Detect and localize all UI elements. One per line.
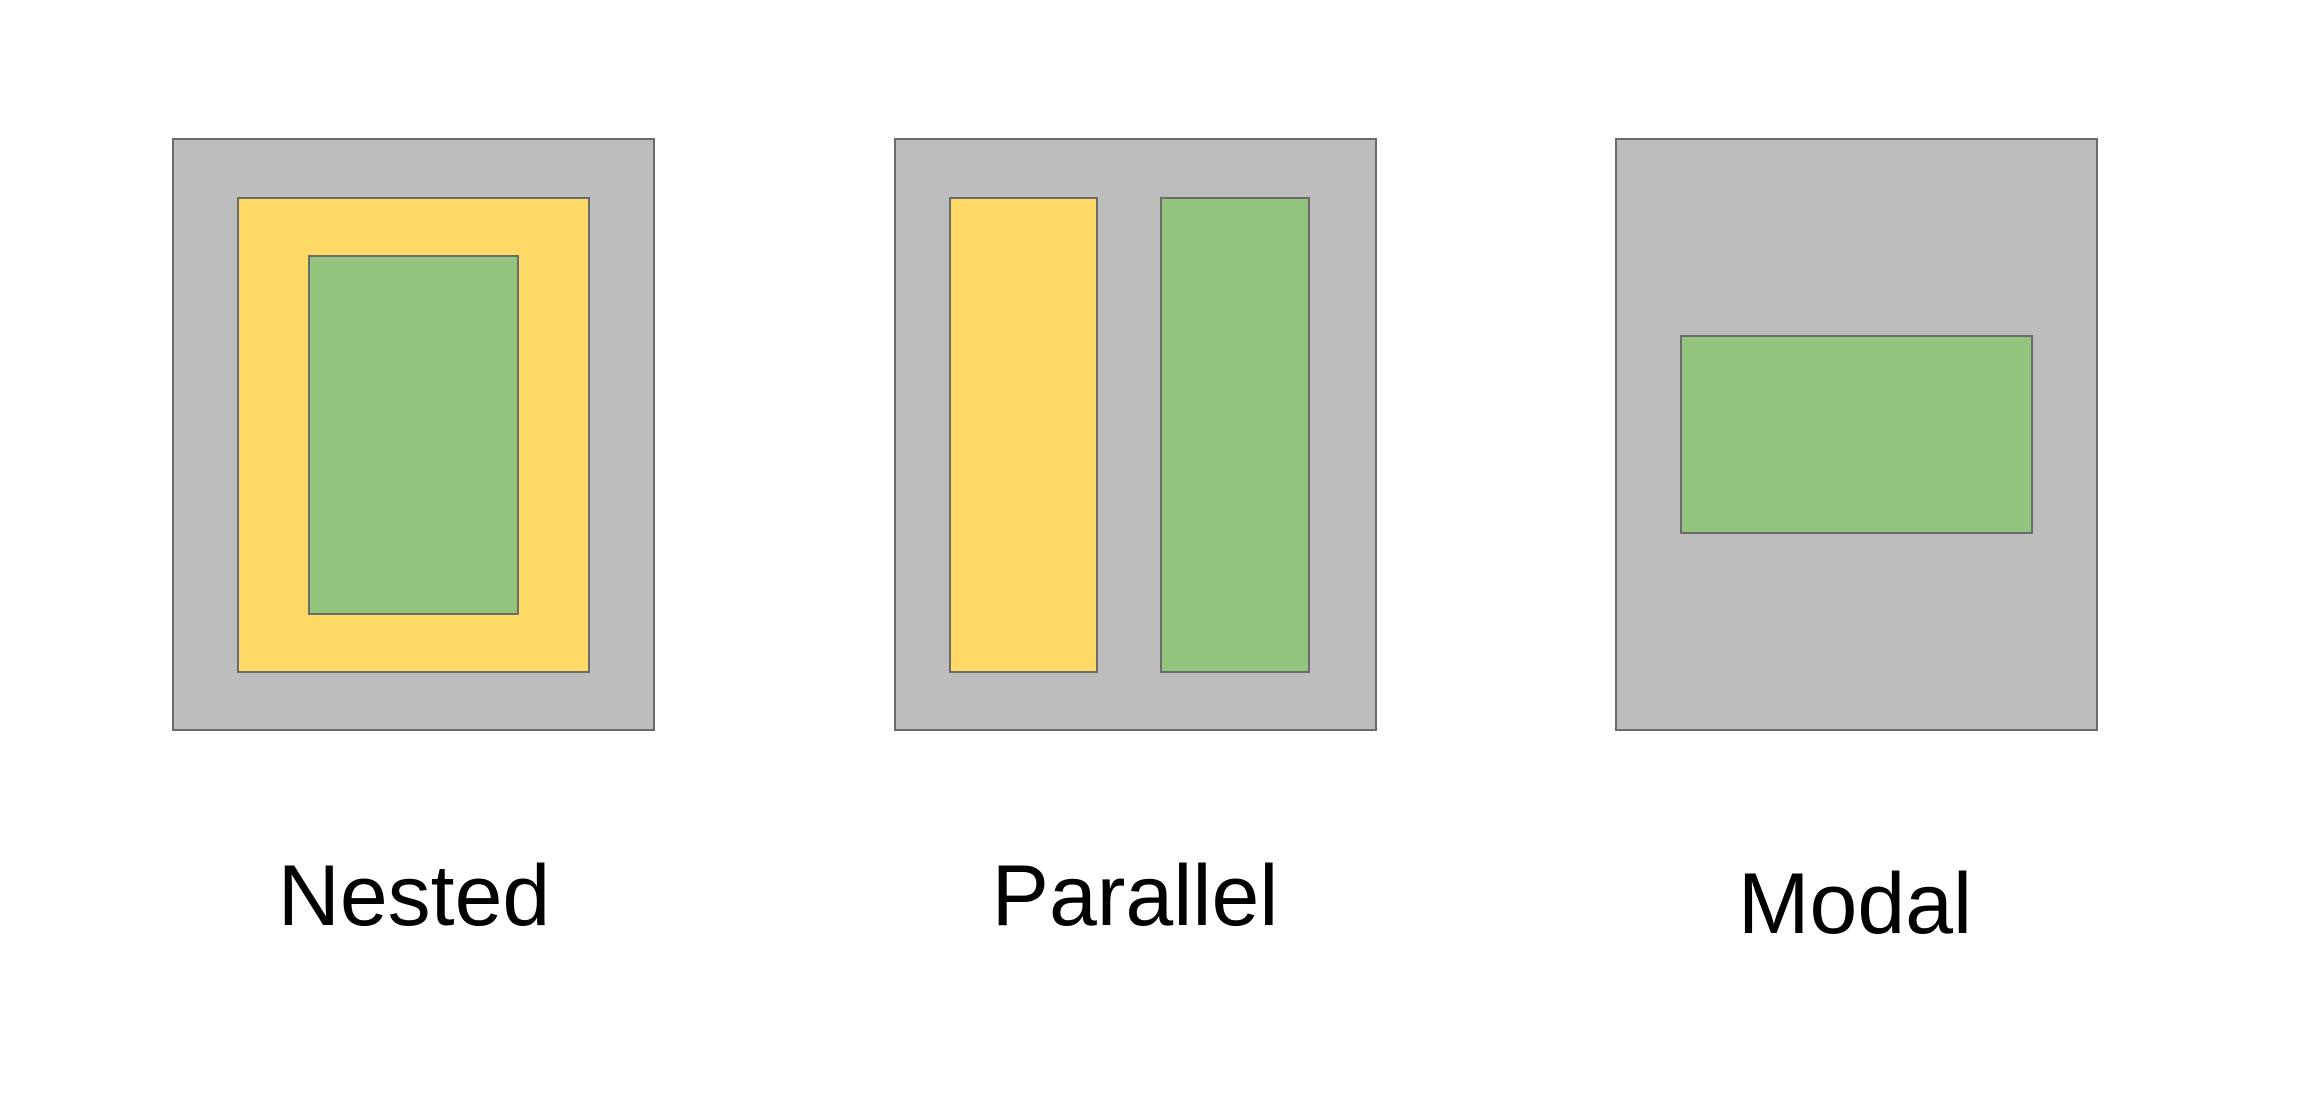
modal-dialog-pane — [1680, 335, 2033, 534]
parallel-label: Parallel — [991, 848, 1279, 944]
nested-inner-pane — [308, 255, 519, 615]
parallel-right-pane — [1160, 197, 1310, 673]
parallel-left-pane — [949, 197, 1098, 673]
nested-label: Nested — [277, 848, 551, 944]
modal-label: Modal — [1737, 856, 1973, 952]
